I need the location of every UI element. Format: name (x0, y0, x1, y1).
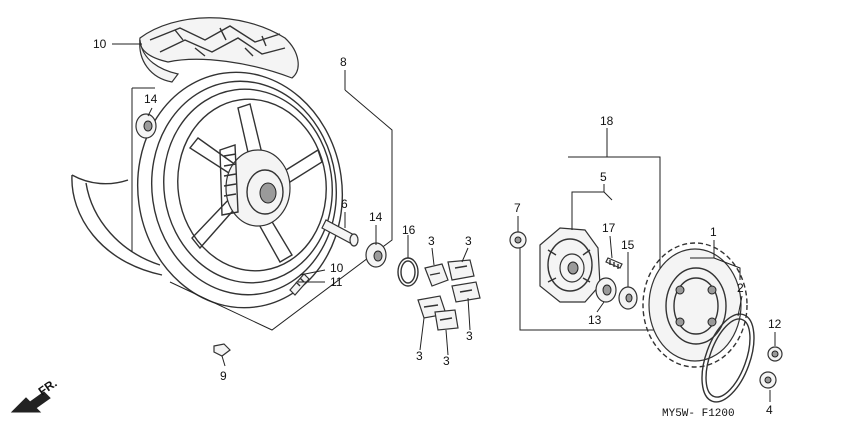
valve (289, 273, 310, 296)
diagram-code: MY5W- F1200 (662, 408, 735, 420)
callout-17: 17 (602, 221, 616, 235)
leader-9 (221, 355, 226, 367)
callout-8-wheel: 8 (340, 55, 347, 69)
oil-seal-bore (625, 293, 633, 303)
callout-7: 7 (514, 201, 521, 215)
leader-5 (571, 184, 613, 230)
leader-3-a (431, 247, 435, 266)
callout-3-b: 3 (465, 234, 472, 248)
tire (139, 17, 299, 83)
callout-1: 1 (710, 225, 717, 239)
callout-3-e: 3 (443, 354, 450, 368)
callout-3-c: 3 (466, 329, 473, 343)
wheel (136, 71, 344, 309)
callout-6-collar: 6 (341, 197, 348, 211)
bearing-left-bore (143, 120, 153, 132)
stud-thread (609, 260, 619, 269)
flange-bearing-bore (602, 284, 612, 296)
balance-weight (213, 343, 231, 357)
tire-cutaway-outer (71, 174, 163, 276)
sprocket-collar-bore (764, 376, 772, 384)
callout-15: 15 (621, 238, 635, 252)
callout-9: 9 (220, 369, 227, 383)
tire-cutaway-inner (85, 182, 161, 266)
collar (321, 219, 359, 247)
leader-1 (690, 240, 741, 280)
callout-13: 13 (588, 313, 602, 327)
tire-cutaway-top (71, 174, 129, 185)
callout-4: 4 (766, 403, 773, 417)
callout-18: 18 (600, 114, 614, 128)
front-direction-arrow: FR. (10, 376, 60, 413)
driven-sprocket (642, 242, 748, 368)
flange-bracket (519, 248, 660, 331)
drive-chain-inner (705, 318, 751, 398)
assembly-bracket-right (169, 89, 393, 331)
leader-17 (609, 235, 613, 259)
callout-10-tire: 10 (93, 37, 107, 51)
callout-12: 12 (768, 317, 782, 331)
leader-3-e (445, 329, 449, 356)
callout-14-bearing-right: 14 (369, 210, 383, 224)
callout-11: 11 (330, 275, 343, 289)
damper-rubbers (417, 259, 481, 331)
callout-3-d: 3 (416, 349, 423, 363)
driven-flange (539, 227, 601, 303)
callout-5: 5 (600, 170, 607, 184)
leader-3-b (461, 247, 469, 263)
callout-14-bearing-left: 14 (144, 92, 158, 106)
leader-14-left (147, 107, 153, 117)
callout-3-a: 3 (428, 234, 435, 248)
leader-2 (737, 295, 743, 317)
drive-chain (701, 313, 755, 403)
callout-2: 2 (737, 281, 744, 295)
sprocket-nut-bore (771, 350, 779, 358)
o-ring-inner (400, 260, 416, 284)
leader-10-valve (299, 269, 326, 276)
callout-16-o-ring: 16 (402, 223, 416, 237)
leader-3-d (419, 317, 425, 351)
leader-3-c (467, 297, 471, 331)
callout-10-valve: 10 (330, 261, 344, 275)
bearing-right-bore (373, 250, 383, 262)
leader-13 (596, 301, 605, 313)
flange-bolt (509, 231, 527, 249)
